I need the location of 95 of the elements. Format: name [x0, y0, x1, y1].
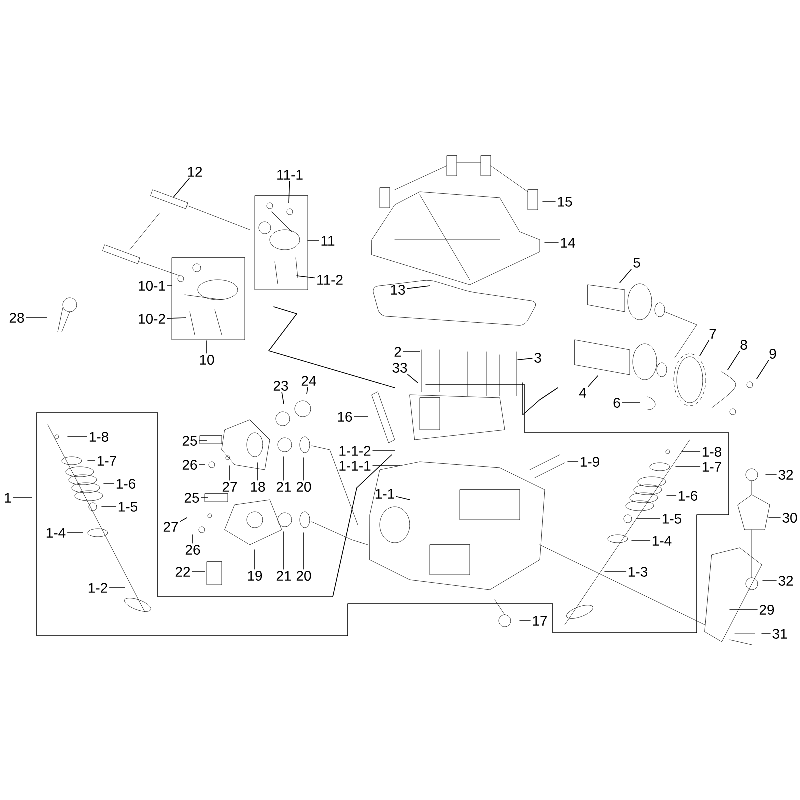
leader-line	[199, 440, 208, 442]
callout-number: 24	[302, 376, 316, 386]
callout-number: 3	[534, 353, 542, 363]
callout-number: 17	[533, 616, 548, 626]
leader-line	[676, 466, 701, 468]
leader-line	[766, 474, 777, 476]
callout-number: 1-6	[116, 479, 136, 489]
callout-number: 1	[5, 493, 12, 503]
callout-number: 13	[391, 285, 406, 295]
callout-number: 19	[248, 571, 262, 581]
leader-line	[756, 360, 770, 380]
callout-number: 14	[561, 238, 576, 248]
leader-line	[88, 460, 96, 462]
callout-number: 1-7	[702, 462, 722, 472]
leader-line	[192, 534, 194, 544]
callout-number: 6	[614, 398, 620, 408]
leader-line	[520, 620, 531, 622]
callout-number: 25	[184, 493, 200, 503]
callout-number: 1-2	[88, 583, 108, 593]
callout-number: 1-9	[580, 457, 600, 467]
callout-number: 1-1-2	[340, 446, 371, 456]
leader-line	[296, 276, 316, 279]
callout-number: 5	[634, 258, 640, 268]
callout-number: 33	[392, 363, 408, 373]
leader-line	[102, 506, 117, 508]
leader-line	[306, 387, 308, 394]
callout-number: 12	[188, 167, 202, 177]
leader-line	[67, 532, 84, 534]
leader-line	[174, 178, 190, 198]
leader-line	[620, 269, 632, 284]
leader-line	[354, 416, 368, 418]
leader-line	[167, 318, 186, 319]
callout-number: 1-4	[652, 536, 672, 546]
callout-number: 20	[296, 482, 312, 492]
leader-line	[180, 518, 188, 522]
leader-line	[588, 376, 598, 388]
leader-line	[728, 351, 740, 370]
callout-number: 30	[782, 513, 798, 523]
callout-number: 1-5	[662, 514, 682, 524]
callout-number: 2	[394, 347, 402, 357]
leader-line	[282, 392, 284, 404]
callout-number: 22	[176, 567, 190, 577]
callout-number: 1-8	[702, 447, 722, 457]
leader-line	[636, 518, 661, 520]
callout-number: 27	[222, 482, 238, 492]
callout-number: 32	[778, 576, 794, 586]
callout-number: 1-6	[678, 491, 698, 501]
callout-number: 18	[251, 482, 266, 492]
callout-number: 16	[338, 412, 352, 422]
leader-line	[762, 580, 777, 582]
leader-line	[206, 340, 208, 354]
leader-line	[68, 436, 88, 438]
leader-line	[518, 358, 533, 360]
callout-number: 21	[276, 482, 292, 492]
callout-number: 1-5	[118, 502, 138, 512]
leader-line	[544, 242, 559, 244]
callout-number: 1-4	[46, 528, 66, 538]
callout-number: 23	[274, 381, 288, 391]
callout-number: 28	[10, 313, 24, 323]
callout-number: 21	[276, 571, 292, 581]
callout-number: 29	[760, 605, 774, 615]
callout-number: 32	[778, 470, 794, 480]
leader-line	[288, 181, 290, 204]
callout-number: 26	[186, 545, 200, 555]
leader-line	[622, 402, 640, 404]
callout-number: 11-2	[318, 275, 343, 285]
callout-number: 11-1	[278, 170, 303, 180]
leader-line	[407, 286, 430, 290]
leader-line	[408, 374, 418, 384]
callout-number: 1-7	[98, 456, 116, 466]
callout-number: 1-1-1	[340, 461, 371, 471]
leader-line	[199, 464, 206, 466]
callout-number: 7	[710, 329, 716, 339]
leader-line	[632, 540, 651, 542]
callout-number: 1-1	[376, 489, 394, 499]
leader-line	[700, 340, 710, 356]
callout-number: 25	[182, 436, 198, 446]
callout-number: 1-3	[628, 567, 648, 577]
callout-number: 31	[772, 629, 788, 639]
callout-number: 10-1	[139, 281, 166, 291]
leader-line	[308, 240, 320, 242]
callout-number: 11	[322, 236, 335, 246]
leader-line	[254, 550, 256, 570]
callout-number: 8	[740, 340, 748, 350]
callout-number: 4	[579, 388, 586, 398]
callout-number: 20	[296, 571, 312, 581]
callout-number: 15	[558, 197, 572, 207]
callout-number: 1-8	[90, 432, 109, 442]
leader-line	[372, 450, 396, 452]
callout-number: 27	[164, 522, 178, 532]
callout-number: 26	[182, 460, 198, 470]
callout-number: 10-2	[139, 314, 166, 324]
callout-number: 10	[200, 355, 214, 365]
leader-line	[396, 496, 410, 500]
callout-number: 9	[770, 349, 776, 359]
